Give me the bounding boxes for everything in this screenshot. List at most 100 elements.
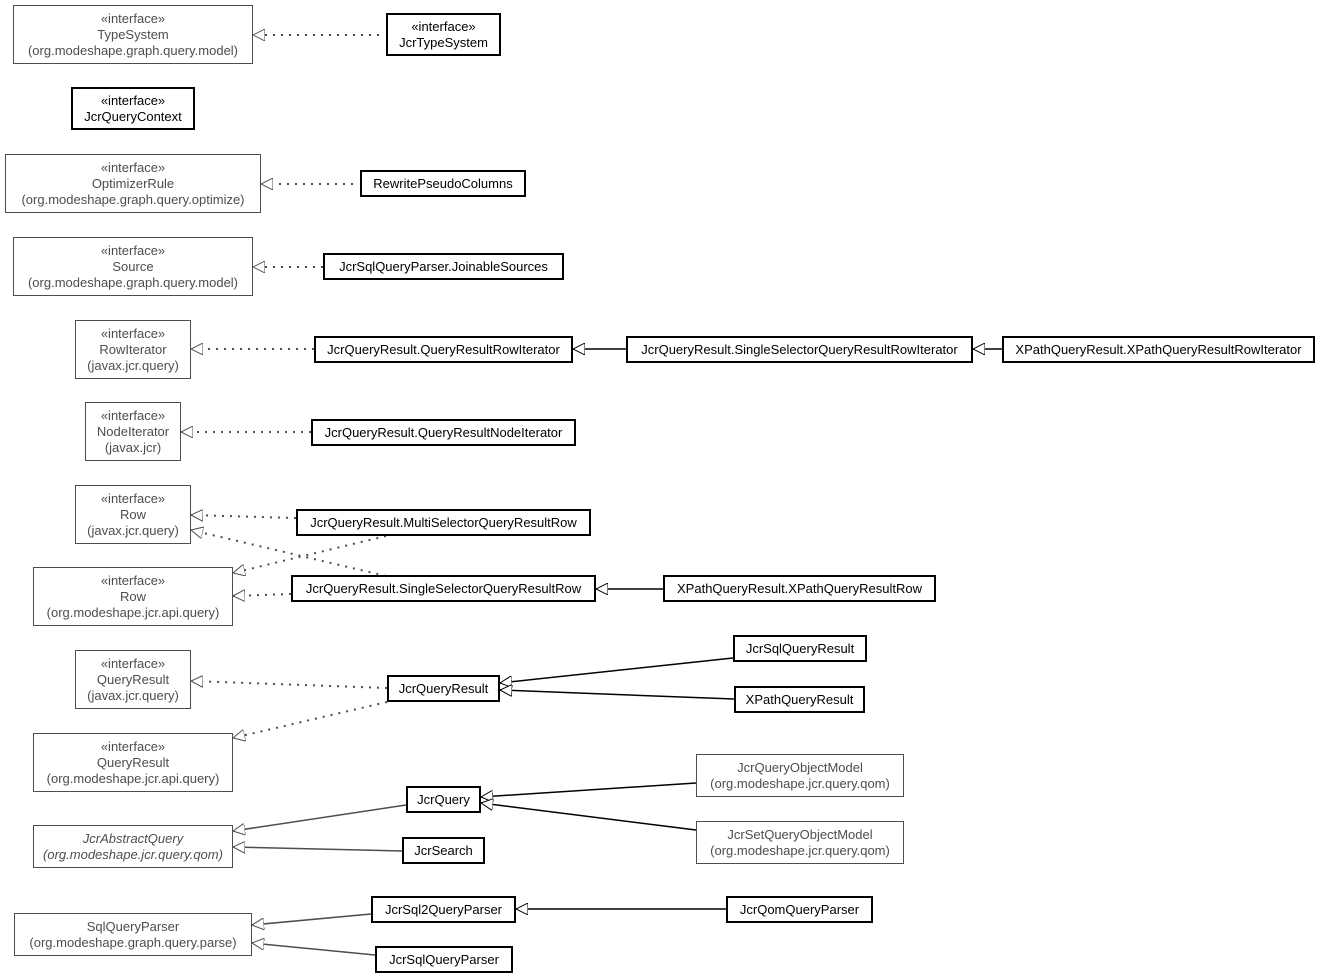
package-name: (org.modeshape.jcr.api.query): [46, 770, 220, 786]
class-name: QueryResult: [96, 754, 170, 770]
class-name: NodeIterator: [96, 423, 170, 439]
package-name: (javax.jcr.query): [87, 522, 179, 538]
package-name: (org.modeshape.graph.query.model): [27, 42, 239, 58]
class-singleselectorrow[interactable]: JcrQueryResult.SingleSelectorQueryResult…: [291, 575, 596, 602]
class-name: JcrQomQueryParser: [739, 901, 860, 917]
class-optimizerrule[interactable]: «interface» OptimizerRule (org.modeshape…: [5, 154, 261, 213]
stereotype-label: «interface»: [100, 92, 166, 108]
class-rowiterator[interactable]: «interface» RowIterator (javax.jcr.query…: [75, 320, 191, 379]
class-name: JcrQueryResult.MultiSelectorQueryResultR…: [310, 514, 577, 530]
stereotype-label: «interface»: [100, 10, 166, 26]
class-sqlqueryparser[interactable]: SqlQueryParser (org.modeshape.graph.quer…: [14, 913, 252, 956]
class-nodeiterator[interactable]: «interface» NodeIterator (javax.jcr): [85, 402, 181, 461]
class-name: JcrSearch: [414, 842, 473, 858]
class-source[interactable]: «interface» Source (org.modeshape.graph.…: [13, 237, 253, 296]
stereotype-label: «interface»: [100, 407, 166, 423]
class-name: RewritePseudoColumns: [373, 175, 513, 191]
class-row-api[interactable]: «interface» Row (org.modeshape.jcr.api.q…: [33, 567, 233, 626]
edge-singleselectorrow-rowapi: [233, 594, 292, 596]
package-name: (org.modeshape.graph.query.model): [27, 274, 239, 290]
class-jcrqomqueryparser[interactable]: JcrQomQueryParser: [726, 896, 873, 923]
class-queryresult-api[interactable]: «interface» QueryResult (org.modeshape.j…: [33, 733, 233, 792]
class-name: QueryResult: [96, 671, 170, 687]
class-name: XPathQueryResult: [745, 691, 854, 707]
edge-xpathqueryresult-jcrqueryresult: [500, 690, 735, 700]
class-name: TypeSystem: [97, 26, 169, 42]
class-jcrabstractquery[interactable]: JcrAbstractQuery (org.modeshape.jcr.quer…: [33, 825, 233, 868]
class-name: RowIterator: [99, 341, 167, 357]
class-jcrsqlqueryresult[interactable]: JcrSqlQueryResult: [733, 635, 867, 662]
class-name: JcrAbstractQuery: [82, 830, 184, 846]
class-name: JcrQueryResult: [398, 680, 489, 696]
package-name: (org.modeshape.jcr.api.query): [46, 604, 220, 620]
stereotype-label: «interface»: [100, 572, 166, 588]
class-name: SqlQueryParser: [86, 918, 180, 934]
package-name: (org.modeshape.graph.query.optimize): [21, 191, 245, 207]
class-xpathrow[interactable]: XPathQueryResult.XPathQueryResultRow: [663, 575, 936, 602]
stereotype-label: «interface»: [100, 490, 166, 506]
class-jcrqueryobjectmodel[interactable]: JcrQueryObjectModel (org.modeshape.jcr.q…: [696, 754, 904, 797]
class-name: JcrQueryObjectModel: [737, 759, 863, 775]
class-name: JcrQueryResult.QueryResultRowIterator: [327, 341, 560, 357]
class-name: JcrTypeSystem: [399, 34, 488, 50]
class-name: JcrSql2QueryParser: [384, 901, 503, 917]
class-jcrsearch[interactable]: JcrSearch: [402, 837, 485, 864]
class-queryresult-jcr[interactable]: «interface» QueryResult (javax.jcr.query…: [75, 650, 191, 709]
class-queryresultrowiterator[interactable]: JcrQueryResult.QueryResultRowIterator: [314, 336, 573, 363]
stereotype-label: «interface»: [100, 159, 166, 175]
class-jcrsql2queryparser[interactable]: JcrSql2QueryParser: [371, 896, 516, 923]
class-name: Row: [119, 588, 146, 604]
package-name: (org.modeshape.jcr.query.qom): [43, 846, 223, 862]
edge-jcrqueryobjectmodel-jcrquery: [481, 782, 697, 797]
class-name: Row: [119, 506, 146, 522]
edge-multiselectorrow-rowapi: [233, 535, 387, 573]
stereotype-label: «interface»: [100, 242, 166, 258]
package-name: (javax.jcr.query): [87, 357, 179, 373]
stereotype-label: «interface»: [100, 655, 166, 671]
class-jcrquery[interactable]: JcrQuery: [406, 786, 481, 813]
class-queryresultnodeiterator[interactable]: JcrQueryResult.QueryResultNodeIterator: [311, 419, 576, 446]
class-name: OptimizerRule: [91, 175, 175, 191]
edge-jcrqueryresult-queryresultjcr: [191, 681, 388, 689]
edge-jcrsearch-jcrabstractquery: [233, 847, 403, 851]
class-name: JcrSqlQueryParser.JoinableSources: [339, 258, 548, 274]
class-name: JcrQueryResult.SingleSelectorQueryResult…: [305, 580, 582, 596]
package-name: (org.modeshape.jcr.query.qom): [710, 775, 890, 791]
stereotype-label: «interface»: [100, 325, 166, 341]
class-rewritepseudocolumns[interactable]: RewritePseudoColumns: [360, 170, 526, 197]
edge-jcrqueryresult-queryresultapi: [233, 701, 388, 738]
class-name: JcrQueryContext: [84, 108, 182, 124]
class-multiselectorrow[interactable]: JcrQueryResult.MultiSelectorQueryResultR…: [296, 509, 591, 536]
class-name: XPathQueryResult.XPathQueryResultRow: [677, 580, 922, 596]
edge-jcrquery-jcrabstractquery: [233, 804, 407, 831]
class-jcrquerycontext[interactable]: «interface» JcrQueryContext: [71, 87, 195, 130]
class-name: JcrSqlQueryResult: [745, 640, 855, 656]
class-xpathrowiterator[interactable]: XPathQueryResult.XPathQueryResultRowIter…: [1002, 336, 1315, 363]
class-jcrqueryresult[interactable]: JcrQueryResult: [387, 675, 500, 702]
class-joinablesources[interactable]: JcrSqlQueryParser.JoinableSources: [323, 253, 564, 280]
class-name: JcrQuery: [417, 791, 470, 807]
class-name: JcrSetQueryObjectModel: [727, 826, 873, 842]
class-jcrsetqueryobjectmodel[interactable]: JcrSetQueryObjectModel (org.modeshape.jc…: [696, 821, 904, 864]
edge-singleselectorrow-rowjcr: [191, 530, 387, 577]
class-name: XPathQueryResult.XPathQueryResultRowIter…: [1015, 341, 1302, 357]
class-name: JcrQueryResult.SingleSelectorQueryResult…: [641, 341, 958, 357]
package-name: (javax.jcr.query): [87, 687, 179, 703]
class-xpathqueryresult[interactable]: XPathQueryResult: [734, 686, 865, 713]
class-jcrtypesystem[interactable]: «interface» JcrTypeSystem: [386, 13, 501, 56]
edge-jcrsql2queryparser-sqlqueryparser: [252, 913, 372, 925]
class-name: Source: [112, 258, 154, 274]
class-row-jcr[interactable]: «interface» Row (javax.jcr.query): [75, 485, 191, 544]
package-name: (org.modeshape.graph.query.parse): [29, 934, 237, 950]
stereotype-label: «interface»: [100, 738, 166, 754]
stereotype-label: «interface»: [411, 18, 476, 34]
edge-jcrsetqueryobjectmodel-jcrquery: [481, 803, 697, 831]
class-name: JcrQueryResult.QueryResultNodeIterator: [324, 424, 563, 440]
class-typesystem[interactable]: «interface» TypeSystem (org.modeshape.gr…: [13, 5, 253, 64]
edge-jcrsqlqueryresult-jcrqueryresult: [500, 657, 734, 683]
class-jcrsqlqueryparser[interactable]: JcrSqlQueryParser: [375, 946, 513, 973]
class-singleselectorrowiterator[interactable]: JcrQueryResult.SingleSelectorQueryResult…: [626, 336, 973, 363]
edge-jcrsqlqueryparser-sqlqueryparser: [252, 943, 376, 956]
